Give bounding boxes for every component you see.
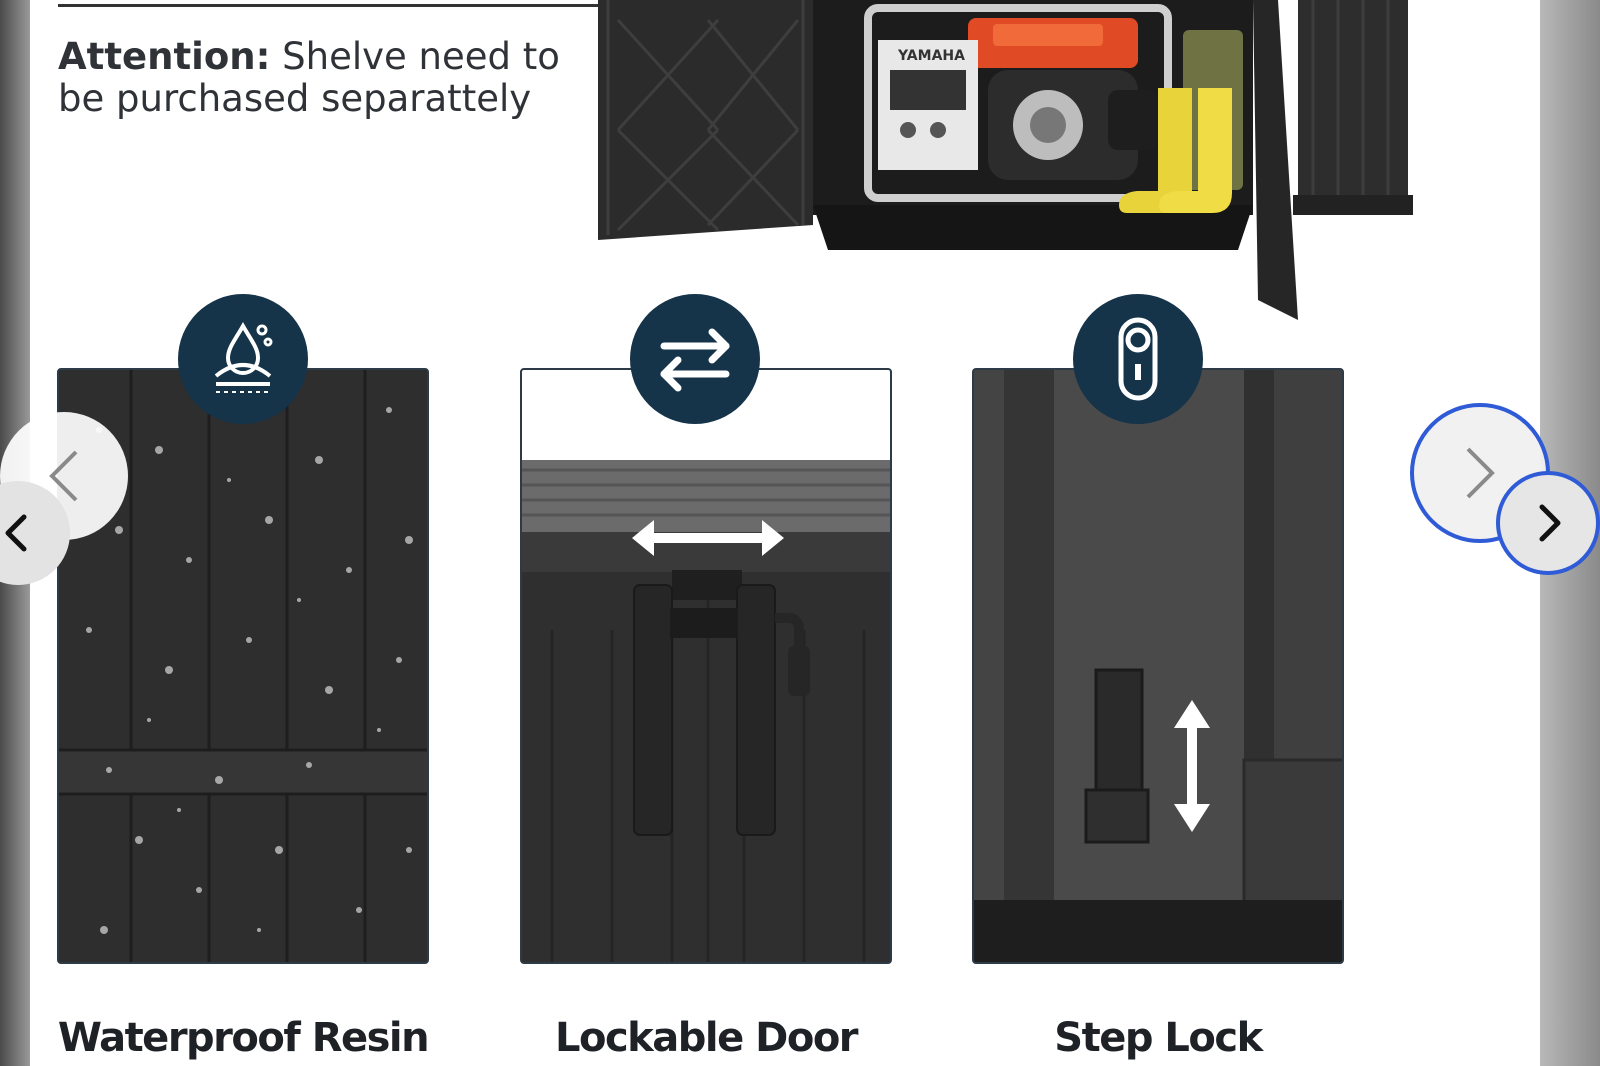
switch-icon [1118, 317, 1158, 401]
feature-caption-step-lock: Step Lock [1054, 1015, 1263, 1061]
generator-brand: YAMAHA [897, 48, 965, 64]
swap-arrows-icon [660, 328, 730, 392]
lockable-door-panel [520, 368, 892, 964]
step-lock-panel [972, 368, 1344, 964]
chevron-left-icon [49, 450, 78, 502]
divider [58, 4, 618, 7]
product-image: Attention: Shelve need to be purchased s… [30, 0, 1540, 1066]
attention-note: Attention: Shelve need to be purchased s… [58, 36, 578, 120]
wet-resin-texture [59, 370, 427, 962]
feature-caption-waterproof: Waterproof Resin [57, 1015, 430, 1061]
step-lock-photo [974, 370, 1342, 962]
chevron-right-icon [1539, 504, 1561, 542]
storage-shed-illustration: YAMAHA [598, 0, 1413, 320]
attention-label: Attention: [58, 35, 271, 78]
door-lock-photo [522, 370, 890, 962]
waterproof-badge [178, 294, 308, 424]
waterproof-icon [214, 321, 273, 393]
attention-text: Shelve need to be purchased separattely [58, 35, 560, 120]
lockable-badge [630, 294, 760, 424]
chevron-right-icon [1466, 447, 1495, 499]
carousel-next-button[interactable] [1496, 471, 1600, 575]
step-lock-badge [1073, 294, 1203, 424]
feature-caption-lockable: Lockable Door [554, 1015, 859, 1061]
chevron-left-icon [5, 514, 27, 552]
